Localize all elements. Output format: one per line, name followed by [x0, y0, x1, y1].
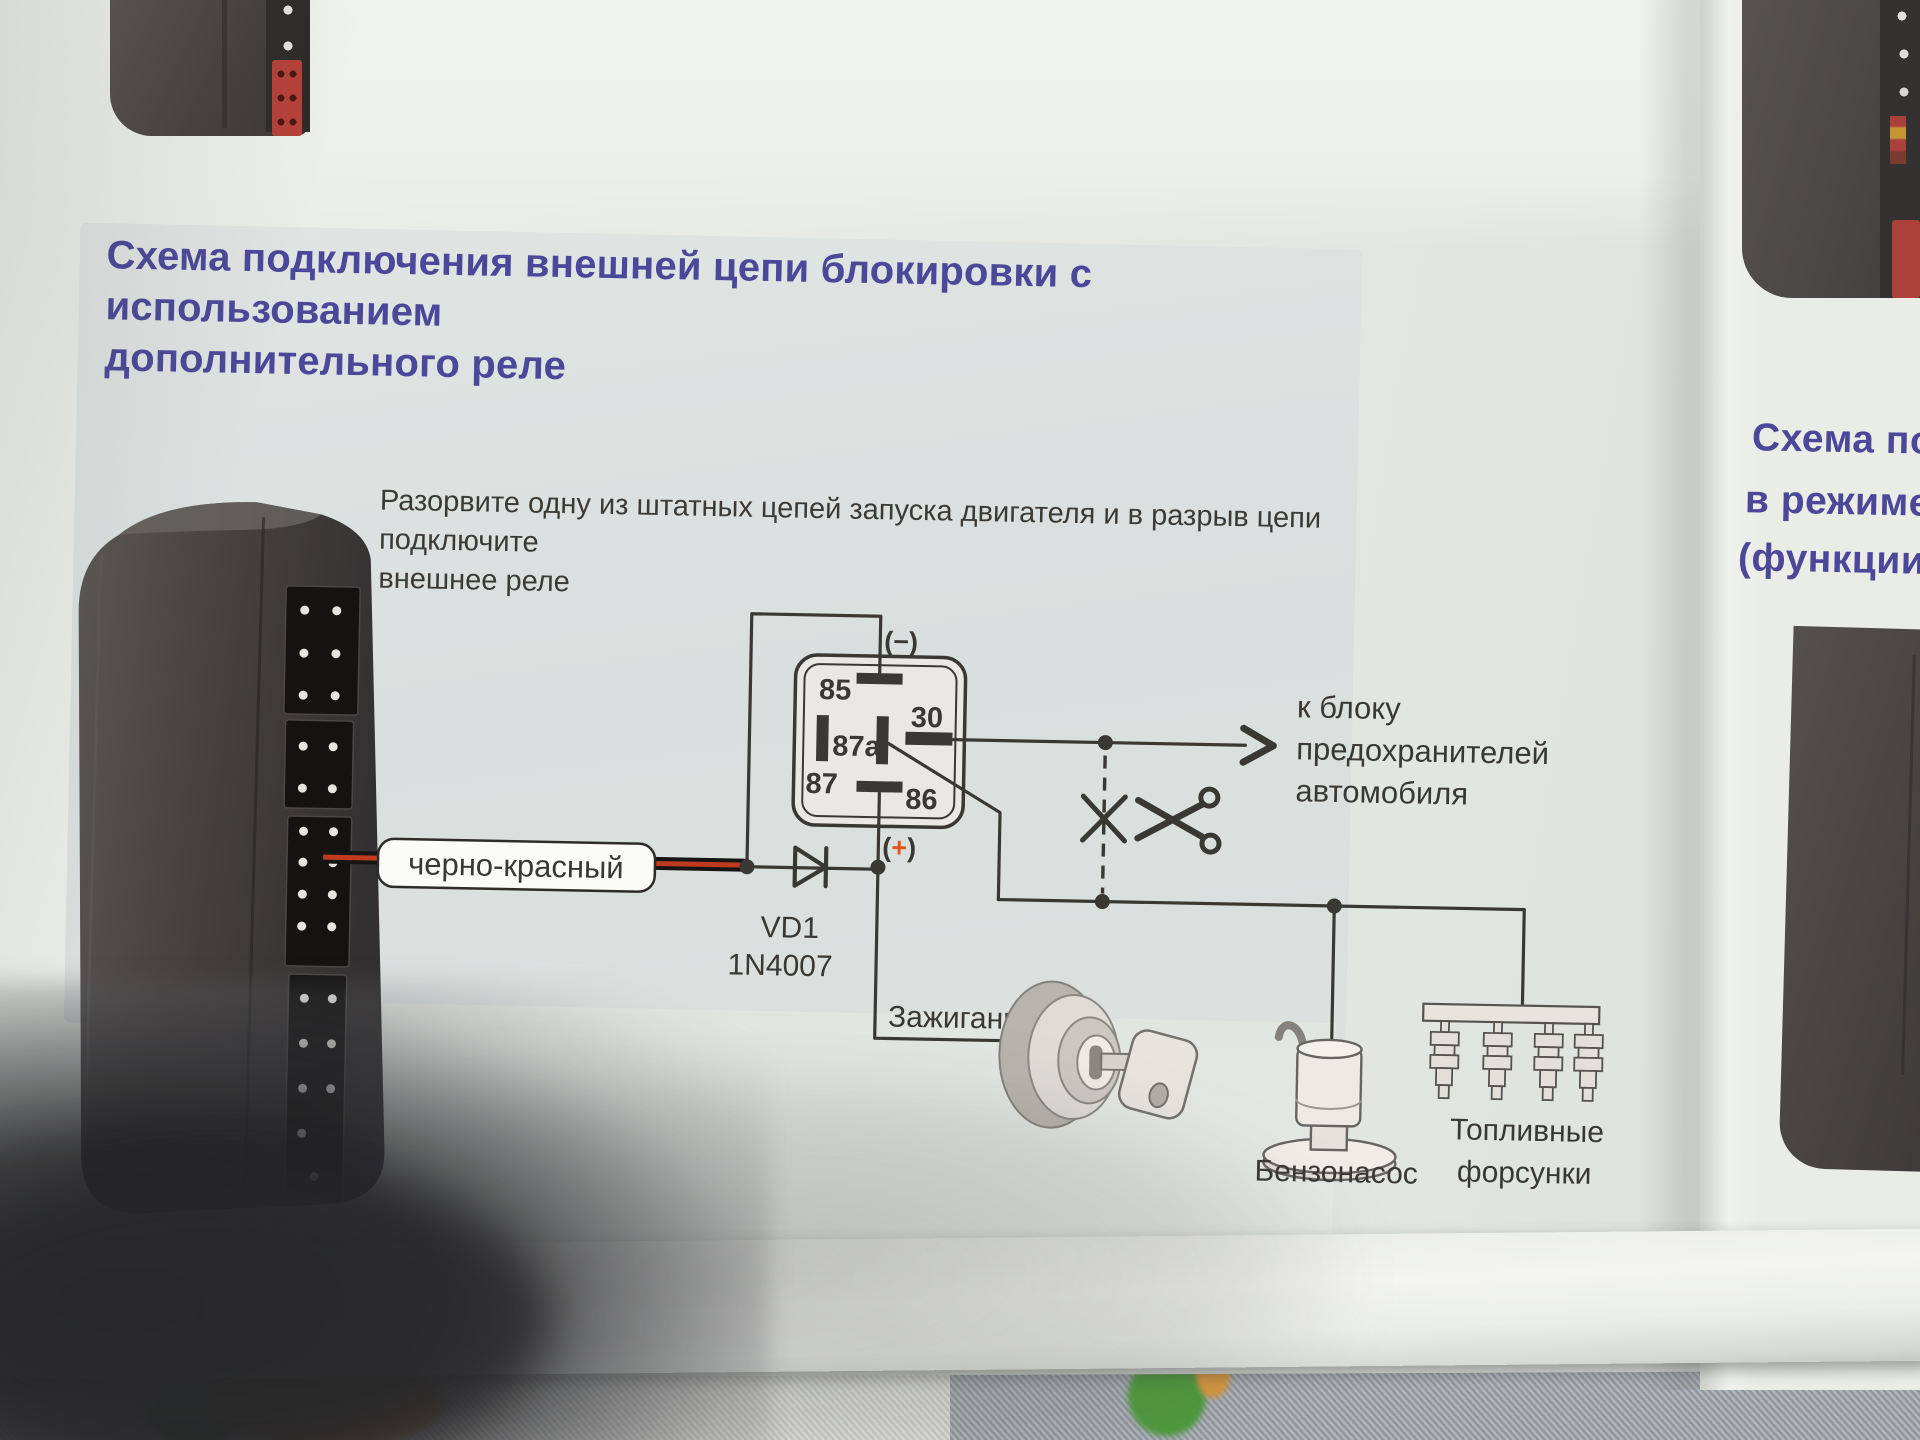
- plus-polarity-label: (+): [882, 832, 916, 863]
- injector: [1573, 1022, 1604, 1102]
- relay-pin-30-label: 30: [911, 702, 944, 735]
- relay-pin-87a-label: 87a: [832, 730, 882, 763]
- key: [1117, 1029, 1199, 1120]
- plus-paren-open: (: [882, 832, 892, 862]
- finger-shadow-core: [0, 1170, 550, 1440]
- device-photo-top-right: [1742, 0, 1920, 298]
- injectors-label-line1: Топливные: [1450, 1113, 1605, 1149]
- fuse-note-line3: автомобиля: [1295, 773, 1468, 811]
- injector: [1429, 1020, 1460, 1100]
- device-red-connector: [1892, 220, 1920, 298]
- fuel-pump-label: Бензонасос: [1254, 1155, 1418, 1191]
- device-red-connector: [272, 60, 302, 136]
- fuse-note-line1: к блоку: [1297, 689, 1402, 726]
- diode-part-label: 1N4007: [727, 948, 833, 983]
- cut-mark-icon: [1080, 793, 1128, 844]
- diode-ref-label: VD1: [760, 911, 819, 945]
- device-pin-dots: [266, 0, 310, 60]
- diode-symbol: VD1 1N4007: [727, 845, 833, 983]
- page-crease: [1640, 0, 1760, 1390]
- injectors-label-line2: форсунки: [1457, 1155, 1592, 1191]
- plus-paren-close: ): [907, 833, 917, 863]
- minus-polarity-label: (−): [884, 626, 918, 657]
- injector: [1482, 1021, 1513, 1101]
- black-red-wire: [320, 850, 748, 872]
- scissors-icon: [1134, 786, 1222, 855]
- fuel-pump-illustration: [1262, 1021, 1397, 1182]
- relay-pin-87-label: 87: [805, 768, 838, 801]
- device-photo-top-left: [110, 0, 310, 136]
- fuse-arrow-head: [1239, 724, 1277, 766]
- fuse-box-note: к блоку предохранителей автомобиля: [1295, 689, 1549, 811]
- schematic-wires: [745, 612, 1526, 1050]
- relay-pin-85-label: 85: [819, 674, 852, 707]
- injector: [1533, 1022, 1564, 1102]
- fuse-note-line2: предохранителей: [1296, 731, 1549, 771]
- device-colored-marks: [1890, 116, 1906, 164]
- wire-label-pill: черно-красный: [376, 837, 657, 893]
- junction-dots: [739, 735, 1342, 914]
- ignition-lock-illustration: [998, 980, 1199, 1129]
- relay-pin-86-label: 86: [905, 784, 938, 817]
- device-groove: [222, 0, 227, 128]
- wire-color-label: черно-красный: [408, 846, 624, 885]
- plus-sign: +: [891, 832, 907, 862]
- paper-top-margin: [0, 0, 1920, 248]
- relay-pins: 85 30 87a 87 86: [805, 672, 953, 817]
- injector-rail-illustration: [1421, 1002, 1604, 1102]
